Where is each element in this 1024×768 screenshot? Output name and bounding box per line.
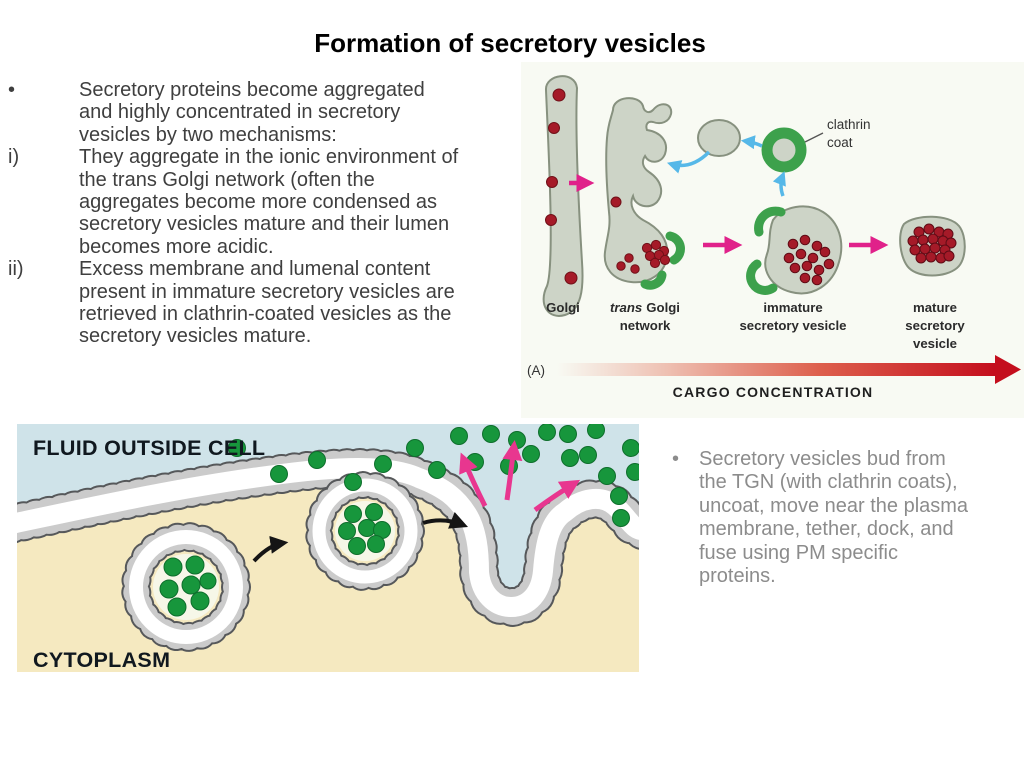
mature-label-line1: mature bbox=[913, 300, 957, 315]
roman-marker-i: i) bbox=[8, 146, 20, 169]
exocytosis-svg: FLUID OUTSIDE CELL CYTOPLASM bbox=[17, 424, 639, 672]
immature-clathrin-patches bbox=[746, 206, 786, 295]
immature-cargo-dots bbox=[783, 234, 835, 286]
list-item: i) They aggregate in the ionic environme… bbox=[0, 146, 528, 258]
golgi-cargo-dots bbox=[545, 88, 578, 285]
clathrin-label-line2: coat bbox=[827, 135, 853, 150]
golgi-shape bbox=[542, 75, 584, 317]
list-item: • Secretory proteins become aggregated a… bbox=[0, 79, 528, 146]
uncoated-vesicle bbox=[697, 119, 741, 157]
trans-golgi-network-shape bbox=[603, 97, 673, 284]
cargo-axis-label: CARGO CONCENTRATION bbox=[673, 384, 874, 400]
page-title: Formation of secretory vesicles bbox=[314, 28, 706, 58]
tgn-label-line1: trans Golgi bbox=[610, 300, 680, 315]
golgi-diagram-figure: clathrin coat bbox=[521, 62, 1024, 418]
panel-a-marker: (A) bbox=[527, 363, 545, 378]
list-item-text: Secretory proteins become aggregated and… bbox=[79, 79, 425, 146]
cytoplasm-label: CYTOPLASM bbox=[33, 648, 170, 672]
vesicle-movement-arrows bbox=[252, 511, 469, 563]
list-item-text: Excess membrane and lumenal content pres… bbox=[79, 258, 455, 348]
tgn-label-line2: network bbox=[620, 318, 671, 333]
tgn-label-italic: trans bbox=[610, 300, 642, 315]
note-text: Secretory vesicles bud from the TGN (wit… bbox=[699, 448, 969, 588]
docked-secretory-vesicle bbox=[305, 471, 425, 591]
immature-label-line1: immature bbox=[763, 300, 822, 315]
clathrin-coated-vesicle bbox=[761, 127, 807, 173]
roman-marker-ii: ii) bbox=[8, 258, 24, 281]
free-secretory-vesicle bbox=[121, 522, 251, 652]
mature-label-line3: vesicle bbox=[913, 336, 957, 351]
exocytosis-figure: FLUID OUTSIDE CELL CYTOPLASM bbox=[17, 424, 639, 672]
mature-label-line2: secretory bbox=[905, 318, 965, 333]
tgn-label-rest: Golgi bbox=[646, 300, 680, 315]
list-item-text: They aggregate in the ionic environment … bbox=[79, 146, 459, 258]
list-item: ii) Excess membrane and lumenal content … bbox=[0, 258, 528, 348]
bullet-marker: • bbox=[8, 79, 16, 101]
cargo-concentration-arrow bbox=[557, 355, 1021, 384]
right-text-block: • Secretory vesicles bud from the TGN (w… bbox=[668, 448, 1020, 588]
tgn-cargo-dots bbox=[610, 196, 671, 274]
vesicle-cargo-dots bbox=[338, 503, 391, 555]
immature-label-line2: secretory vesicle bbox=[739, 318, 846, 333]
vesicle-cargo-dots bbox=[159, 555, 217, 617]
tgn-clathrin-patches bbox=[640, 231, 685, 290]
mature-cargo-dots bbox=[907, 223, 957, 264]
clathrin-label-line1: clathrin bbox=[827, 117, 871, 132]
fluid-outside-cell-label: FLUID OUTSIDE CELL bbox=[33, 436, 265, 460]
clathrin-pointer-line bbox=[804, 132, 824, 143]
bullet-marker: • bbox=[672, 448, 680, 470]
recycle-arrows bbox=[666, 135, 786, 197]
left-text-block: • Secretory proteins become aggregated a… bbox=[0, 79, 528, 348]
golgi-diagram-svg: clathrin coat bbox=[521, 62, 1024, 418]
golgi-label: Golgi bbox=[546, 300, 580, 315]
release-arrows bbox=[459, 440, 581, 513]
